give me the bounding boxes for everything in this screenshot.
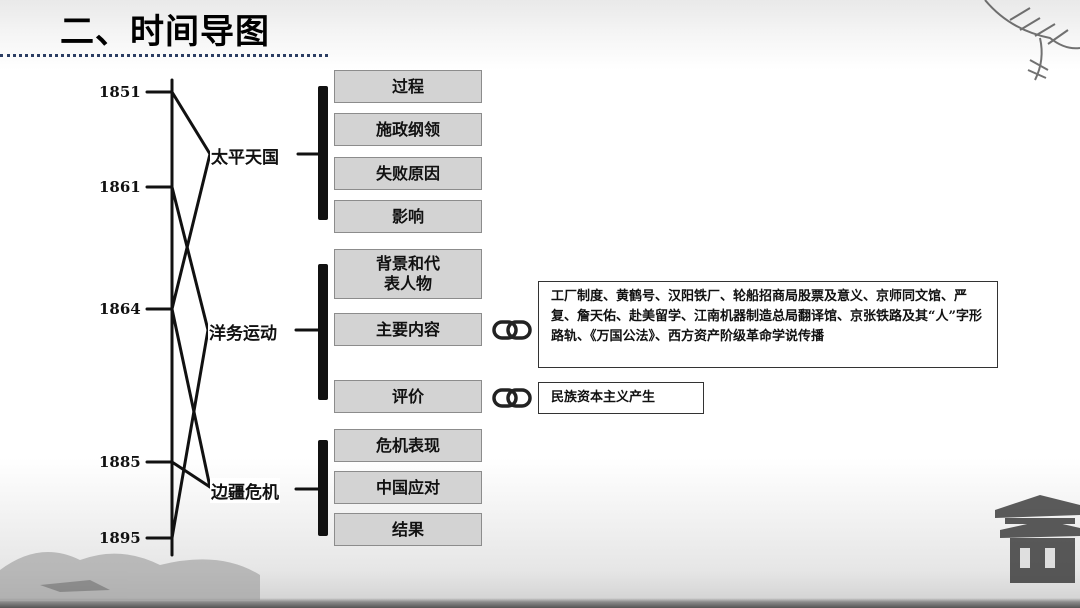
pavilion-decoration: [995, 495, 1080, 583]
ink-wash-top: [0, 0, 1080, 70]
note-evaluation: 民族资本主义产生: [538, 382, 704, 414]
year-1851: 1851: [99, 83, 141, 101]
connector-1864-bianjiang: [170, 307, 212, 489]
box-policy-program[interactable]: 施政纲领: [334, 113, 482, 146]
ink-mountains-left: [0, 552, 260, 600]
note-main-content: 工厂制度、黄鹤号、汉阳铁厂、轮船招商局股票及意义、京师同文馆、严复、詹天佑、赴美…: [538, 281, 998, 368]
topic-bianjiang: 边疆危机: [210, 478, 280, 503]
box-evaluation[interactable]: 评价: [334, 380, 482, 413]
box-background-figures[interactable]: 背景和代表人物: [334, 249, 482, 299]
box-result[interactable]: 结果: [334, 513, 482, 546]
title-underline: [0, 54, 328, 57]
connector-1895-yangwu: [170, 328, 210, 540]
pine-branch-decoration: [984, 0, 1080, 81]
year-1895: 1895: [99, 529, 141, 547]
link-icon[interactable]: [492, 386, 532, 410]
year-1885: 1885: [99, 453, 141, 471]
box-influence[interactable]: 影响: [334, 200, 482, 233]
year-1864: 1864: [99, 300, 141, 318]
topic-yangwu: 洋务运动: [208, 319, 278, 344]
box-china-response[interactable]: 中国应对: [334, 471, 482, 504]
year-1861: 1861: [99, 178, 141, 196]
connector-1864-taiping: [170, 152, 212, 311]
box-failure-reasons[interactable]: 失败原因: [334, 157, 482, 190]
link-icon[interactable]: [492, 318, 532, 342]
connector-1861-yangwu: [170, 185, 210, 332]
box-main-content[interactable]: 主要内容: [334, 313, 482, 346]
bracket-taiping: [318, 86, 328, 220]
box-process[interactable]: 过程: [334, 70, 482, 103]
connector-1885-bianjiang: [170, 460, 212, 489]
bottom-bar: [0, 598, 1080, 608]
connector-1851-taiping: [170, 90, 212, 156]
page-title: 二、时间导图: [60, 12, 270, 52]
bracket-bianjiang: [318, 440, 328, 536]
topic-taiping: 太平天国: [210, 143, 280, 168]
bracket-yangwu: [318, 264, 328, 400]
box-crisis-manifestation[interactable]: 危机表现: [334, 429, 482, 462]
